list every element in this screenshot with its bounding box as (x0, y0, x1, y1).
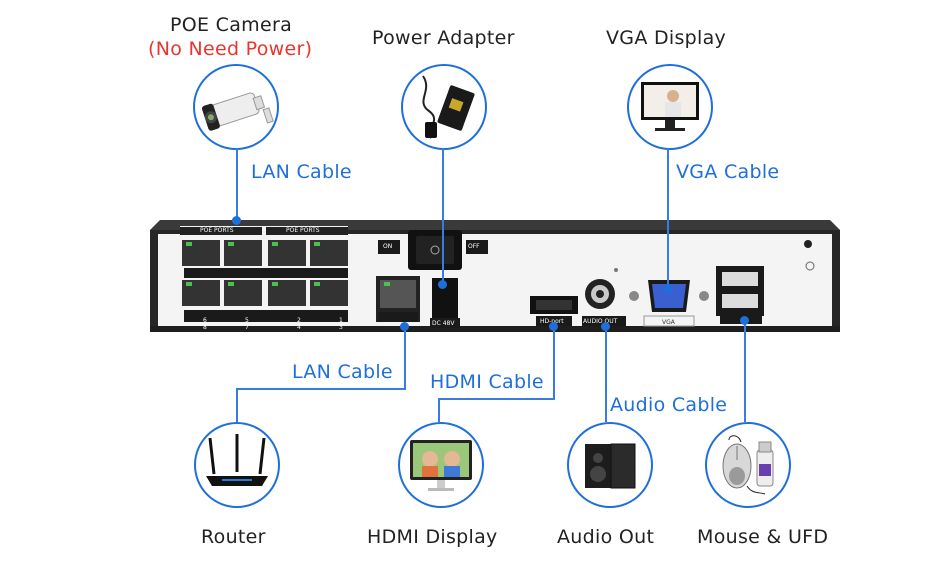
vga-port-label: VGA (662, 319, 675, 326)
vga-cable-dot (663, 284, 672, 293)
power-off-label: OFF (468, 243, 480, 250)
lan-cable-dot-top (232, 216, 241, 225)
hdmi-display-title: HDMI Display (367, 526, 498, 548)
router-title: Router (201, 526, 266, 548)
vga-cable-label: VGA Cable (676, 161, 780, 183)
mouse-ufd-title: Mouse & UFD (697, 526, 829, 548)
router-icon (206, 434, 268, 486)
audio-cable-label: Audio Cable (610, 394, 728, 416)
audio-cable-dot (601, 322, 610, 331)
poe-ports-label-a: POE PORTS (200, 227, 234, 234)
hdmi-cable-dot (549, 322, 558, 331)
hdmi-cable-line-v1 (553, 326, 555, 398)
camera-icon (201, 92, 274, 131)
hdmi-display-circle (398, 422, 484, 508)
port-number: 7 (245, 324, 249, 331)
lan-cable-label-top: LAN Cable (251, 161, 352, 183)
port-number: 4 (297, 324, 301, 331)
poe-camera-title: POE Camera (170, 14, 293, 36)
audio-out-title: Audio Out (557, 526, 655, 548)
power-cable-line (442, 148, 444, 284)
audio-out-circle (567, 422, 653, 508)
nvr-rear-panel (150, 220, 840, 332)
speaker-icon (585, 443, 636, 489)
lan-cable-label-bottom: LAN Cable (292, 361, 393, 383)
port-number: 8 (203, 324, 207, 331)
lan-cable-line-bottom-v2 (236, 388, 238, 422)
power-adapter-circle (401, 64, 487, 150)
power-cable-dot (438, 280, 447, 289)
vga-cable-line (667, 148, 669, 288)
poe-camera-circle (193, 64, 279, 150)
port-number: 3 (339, 324, 343, 331)
hdmi-cable-line-v2 (438, 398, 440, 422)
usb-cable-line (744, 320, 746, 422)
power-adapter-title: Power Adapter (372, 27, 515, 49)
port-number: 6 (203, 317, 207, 324)
port-number: 2 (297, 317, 301, 324)
hdmi-cable-line-h (438, 398, 555, 400)
poe-camera-note: (No Need Power) (148, 38, 313, 60)
port-number: 1 (339, 317, 343, 324)
poe-ports-label-b: POE PORTS (286, 227, 320, 234)
usb-cable-dot (740, 316, 749, 325)
lan-cable-dot-bottom (400, 322, 409, 331)
router-circle (194, 422, 280, 508)
hdmi-cable-label: HDMI Cable (430, 371, 544, 393)
mouse-ufd-circle (705, 422, 791, 508)
vga-display-circle (627, 64, 713, 150)
dc-label: DC 48V (432, 320, 455, 327)
audio-cable-line (605, 326, 607, 422)
lan-cable-line-bottom-h (236, 388, 406, 390)
mouse-icon (722, 435, 774, 495)
port-number: 5 (245, 317, 249, 324)
lan-cable-line-bottom-v1 (404, 326, 406, 388)
vga-display-title: VGA Display (606, 27, 727, 49)
monitor-icon (641, 82, 699, 131)
hdport-label: HD-port (540, 318, 564, 325)
power-adapter-icon (422, 75, 475, 139)
monitor-icon (410, 440, 472, 491)
power-on-label: ON (383, 243, 393, 250)
lan-cable-line-top (236, 148, 238, 220)
audio-out-port-label: AUDIO OUT (583, 318, 618, 325)
